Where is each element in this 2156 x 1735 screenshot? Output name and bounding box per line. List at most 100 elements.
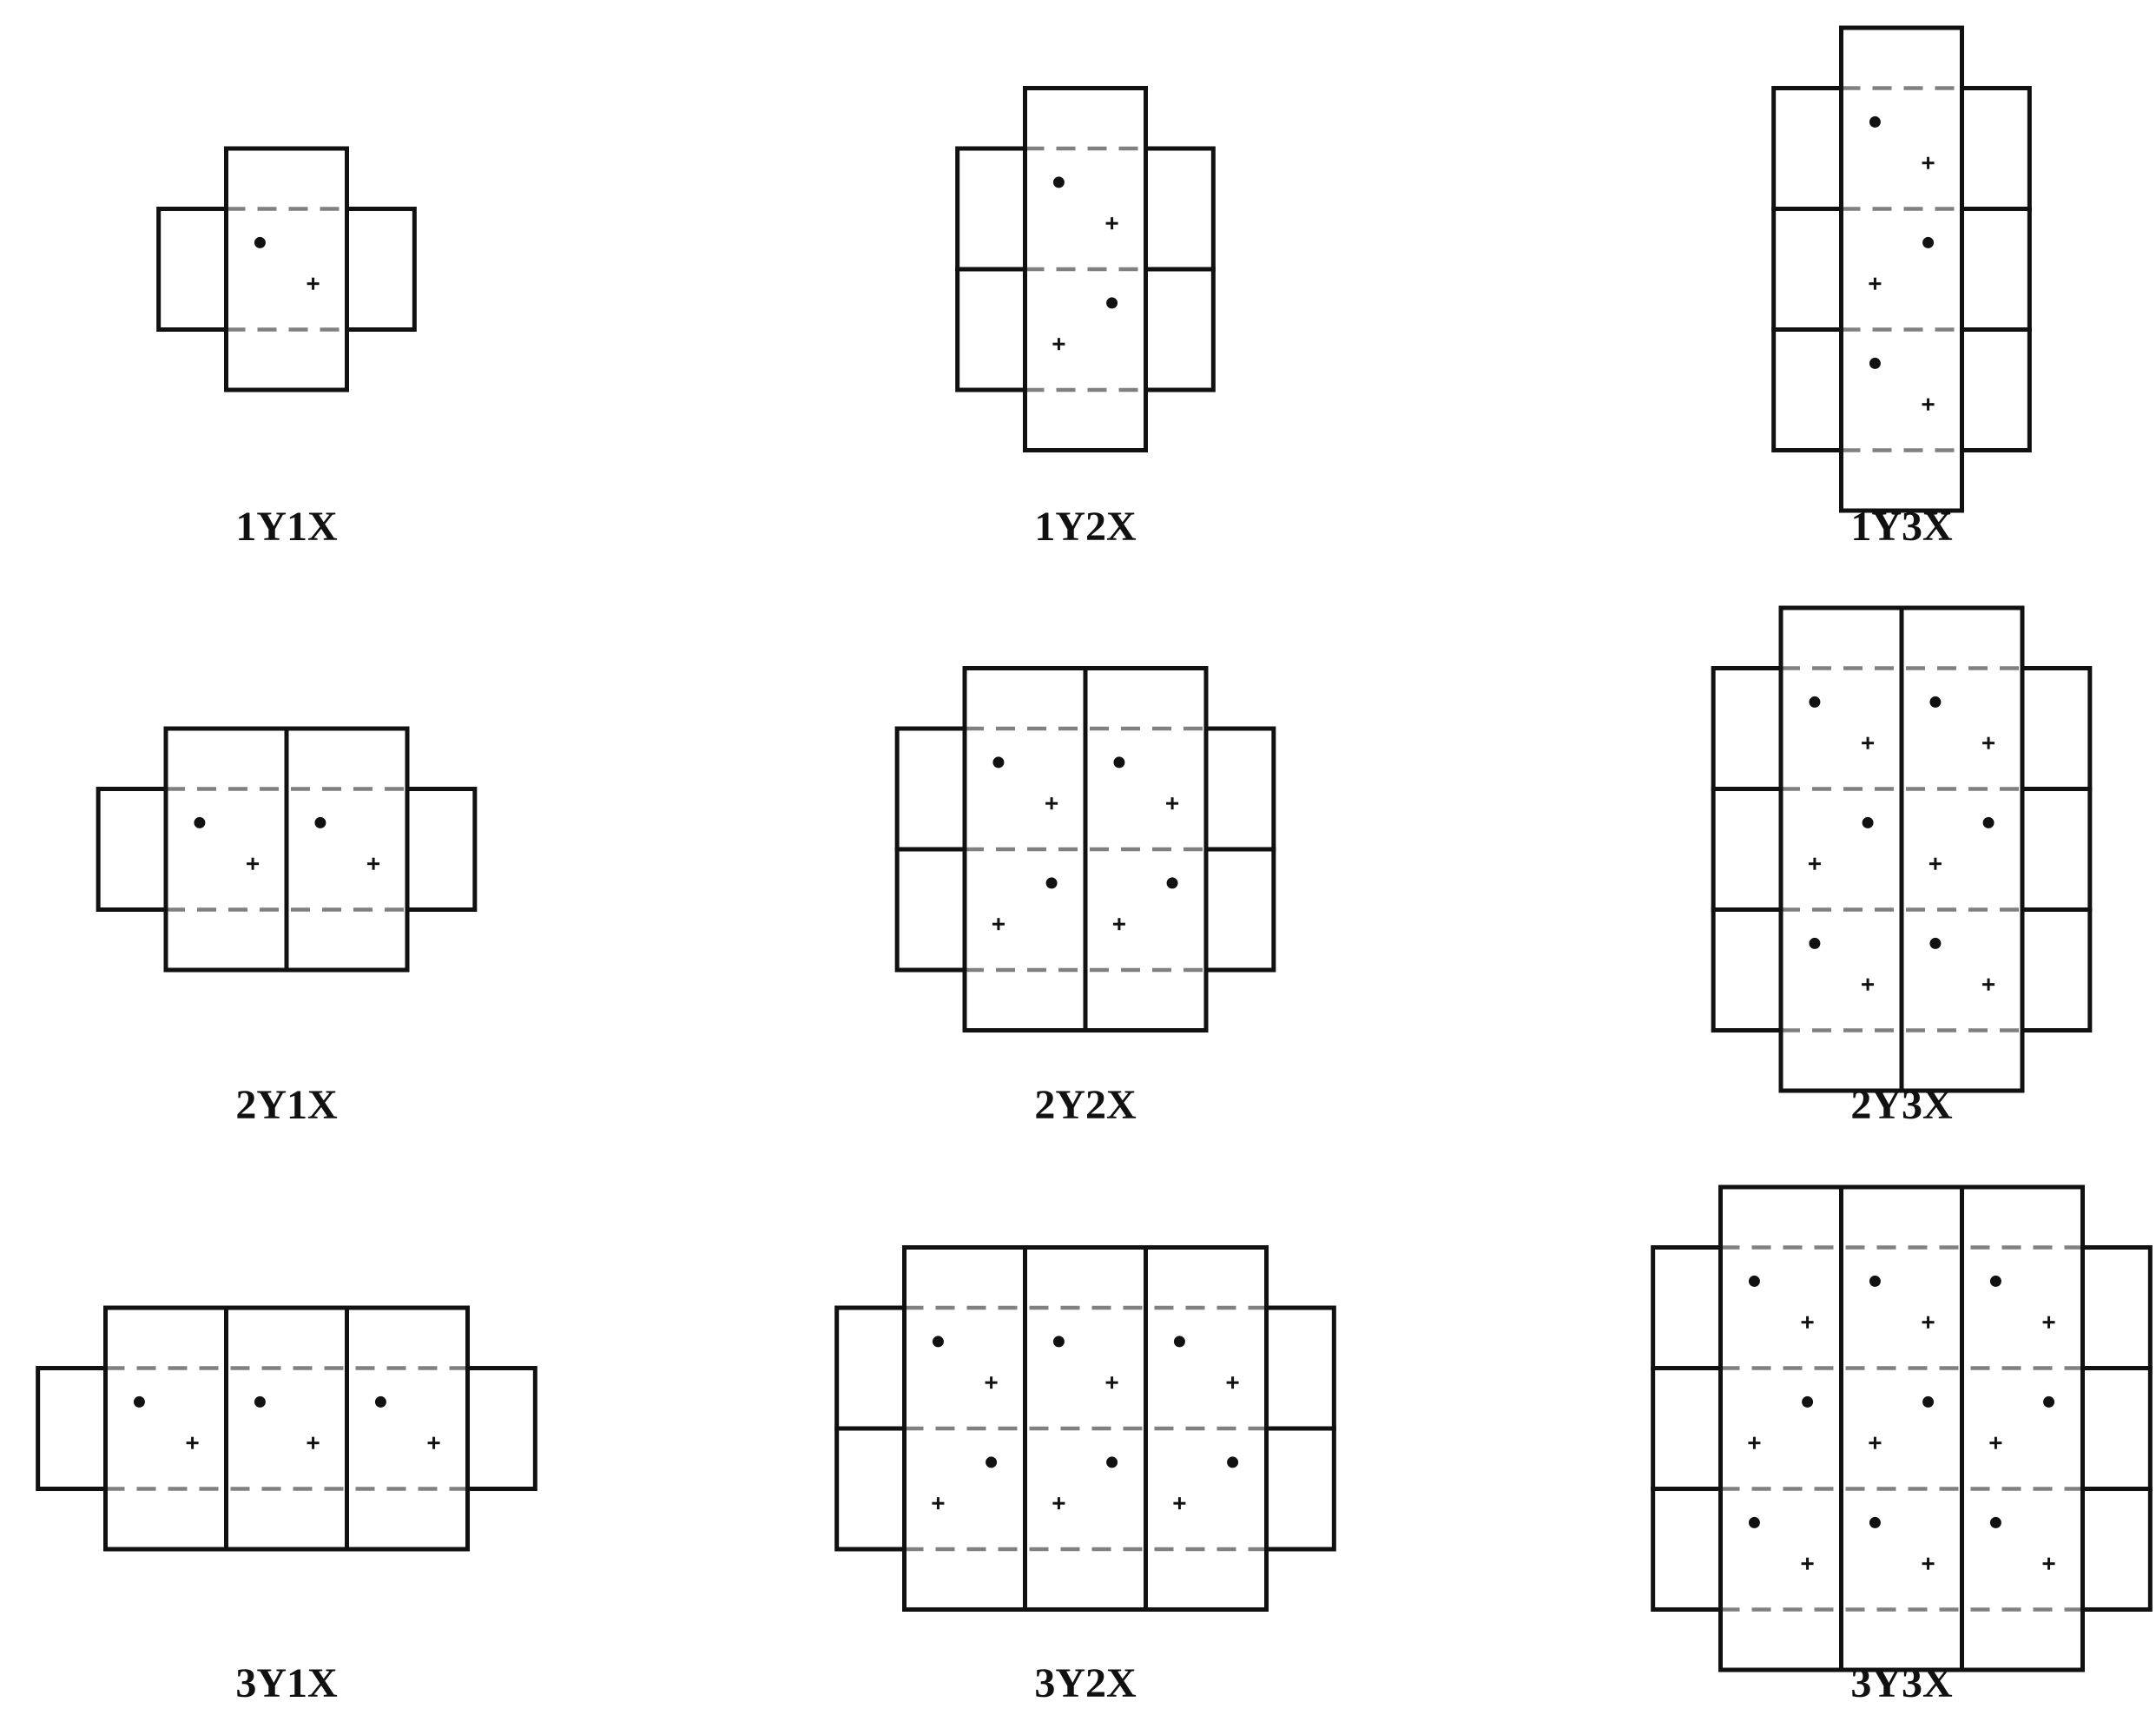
plus-marker <box>1982 736 1995 749</box>
plus-marker <box>1862 978 1875 991</box>
plus-marker <box>1922 156 1935 169</box>
panel-1y3x: 1Y3X <box>1771 25 2032 550</box>
panel-label: 2Y2X <box>1034 1082 1137 1128</box>
dot-marker <box>1045 877 1058 889</box>
plus-marker <box>1929 857 1942 870</box>
dot-marker <box>374 1395 386 1408</box>
panel-3y3x: 3Y3X <box>1651 1184 2153 1706</box>
plus-marker <box>1808 857 1821 870</box>
main-body-rect <box>902 1245 1269 1612</box>
panel-2y2x: 2Y2X <box>894 666 1276 1128</box>
right-side-flap <box>1264 1305 1336 1431</box>
right-side-flap <box>1960 86 2032 211</box>
dot-marker <box>1989 1275 2001 1287</box>
left-side-flap <box>1651 1366 1724 1491</box>
dot-marker <box>1862 816 1874 828</box>
left-side-flap <box>894 726 967 852</box>
main-body-rect <box>1718 1184 2085 1672</box>
right-side-flap <box>2080 1245 2153 1370</box>
plus-marker <box>1052 1497 1065 1510</box>
panel-label: 3Y2X <box>1034 1660 1137 1706</box>
dot-marker <box>1052 1336 1065 1348</box>
right-side-flap <box>405 787 478 912</box>
left-side-flap <box>1771 327 1844 452</box>
right-side-flap <box>1203 847 1276 973</box>
left-side-flap <box>834 1305 907 1431</box>
dot-marker <box>1809 696 1821 708</box>
dot-marker <box>1869 1516 1881 1528</box>
plus-marker <box>1922 1557 1935 1570</box>
panel-1y1x: 1Y1X <box>156 146 417 550</box>
left-side-flap <box>1771 207 1844 332</box>
dot-marker <box>1989 1516 2001 1528</box>
dot-marker <box>1869 115 1881 128</box>
dot-marker <box>314 816 326 828</box>
left-side-flap <box>1711 787 1783 912</box>
dot-marker <box>986 1456 998 1468</box>
left-side-flap <box>1711 907 1783 1032</box>
dot-marker <box>1748 1275 1760 1287</box>
left-side-flap <box>834 1426 907 1552</box>
panel-label: 3Y3X <box>1850 1660 1953 1706</box>
right-side-flap <box>2020 907 2093 1032</box>
dot-marker <box>1869 1275 1881 1287</box>
panel-label: 2Y1X <box>235 1082 338 1128</box>
plus-marker <box>1862 736 1875 749</box>
dot-marker <box>1922 236 1935 248</box>
right-side-flap <box>1144 146 1216 272</box>
plus-marker <box>1112 918 1125 931</box>
plus-marker <box>186 1436 199 1449</box>
plus-marker <box>1922 1316 1935 1329</box>
panel-label: 2Y3X <box>1850 1082 1953 1128</box>
panel-3y1x: 3Y1X <box>36 1305 537 1706</box>
right-side-flap <box>2080 1366 2153 1491</box>
plus-marker <box>1869 1436 1882 1449</box>
dot-marker <box>194 816 206 828</box>
right-side-flap <box>1203 726 1276 852</box>
left-side-flap <box>894 847 967 973</box>
plus-marker <box>1045 797 1058 810</box>
left-side-flap <box>1651 1245 1724 1370</box>
right-side-flap <box>2020 666 2093 791</box>
dot-marker <box>1173 1336 1185 1348</box>
panel-label: 1Y2X <box>1034 504 1137 550</box>
plus-marker <box>1166 797 1179 810</box>
left-side-flap <box>955 267 1028 393</box>
plus-marker <box>1748 1436 1761 1449</box>
plus-marker <box>992 918 1005 931</box>
dot-marker <box>1166 877 1178 889</box>
plus-marker <box>1105 217 1118 230</box>
left-side-flap <box>1771 86 1844 211</box>
plus-marker <box>1801 1557 1814 1570</box>
plus-marker <box>1801 1316 1814 1329</box>
dot-marker <box>1106 1456 1118 1468</box>
dot-marker <box>1748 1516 1760 1528</box>
dot-marker <box>1227 1456 1239 1468</box>
plus-marker <box>307 1436 320 1449</box>
dot-marker <box>1982 816 1994 828</box>
dot-marker <box>1869 357 1881 369</box>
plus-marker <box>985 1376 998 1389</box>
main-body-rect <box>224 146 349 393</box>
plus-marker <box>1982 978 1995 991</box>
plus-marker <box>367 857 380 870</box>
left-side-flap <box>156 207 228 332</box>
dot-marker <box>2043 1395 2055 1408</box>
main-body-rect <box>1839 25 1964 513</box>
dot-marker <box>932 1336 944 1348</box>
panel-2y3x: 2Y3X <box>1711 605 2093 1128</box>
panel-label: 1Y1X <box>235 504 338 550</box>
plus-marker <box>307 277 320 290</box>
dot-marker <box>1922 1395 1935 1408</box>
plus-marker <box>1869 277 1882 290</box>
right-side-flap <box>1960 327 2032 452</box>
left-side-flap <box>36 1366 108 1491</box>
right-side-flap <box>1960 207 2032 332</box>
dot-marker <box>254 236 266 248</box>
plus-marker <box>1226 1376 1239 1389</box>
plus-marker <box>2042 1316 2055 1329</box>
plus-marker <box>1922 398 1935 411</box>
plus-marker <box>932 1497 945 1510</box>
panel-2y1x: 2Y1X <box>96 726 478 1128</box>
dot-marker <box>1113 756 1125 769</box>
